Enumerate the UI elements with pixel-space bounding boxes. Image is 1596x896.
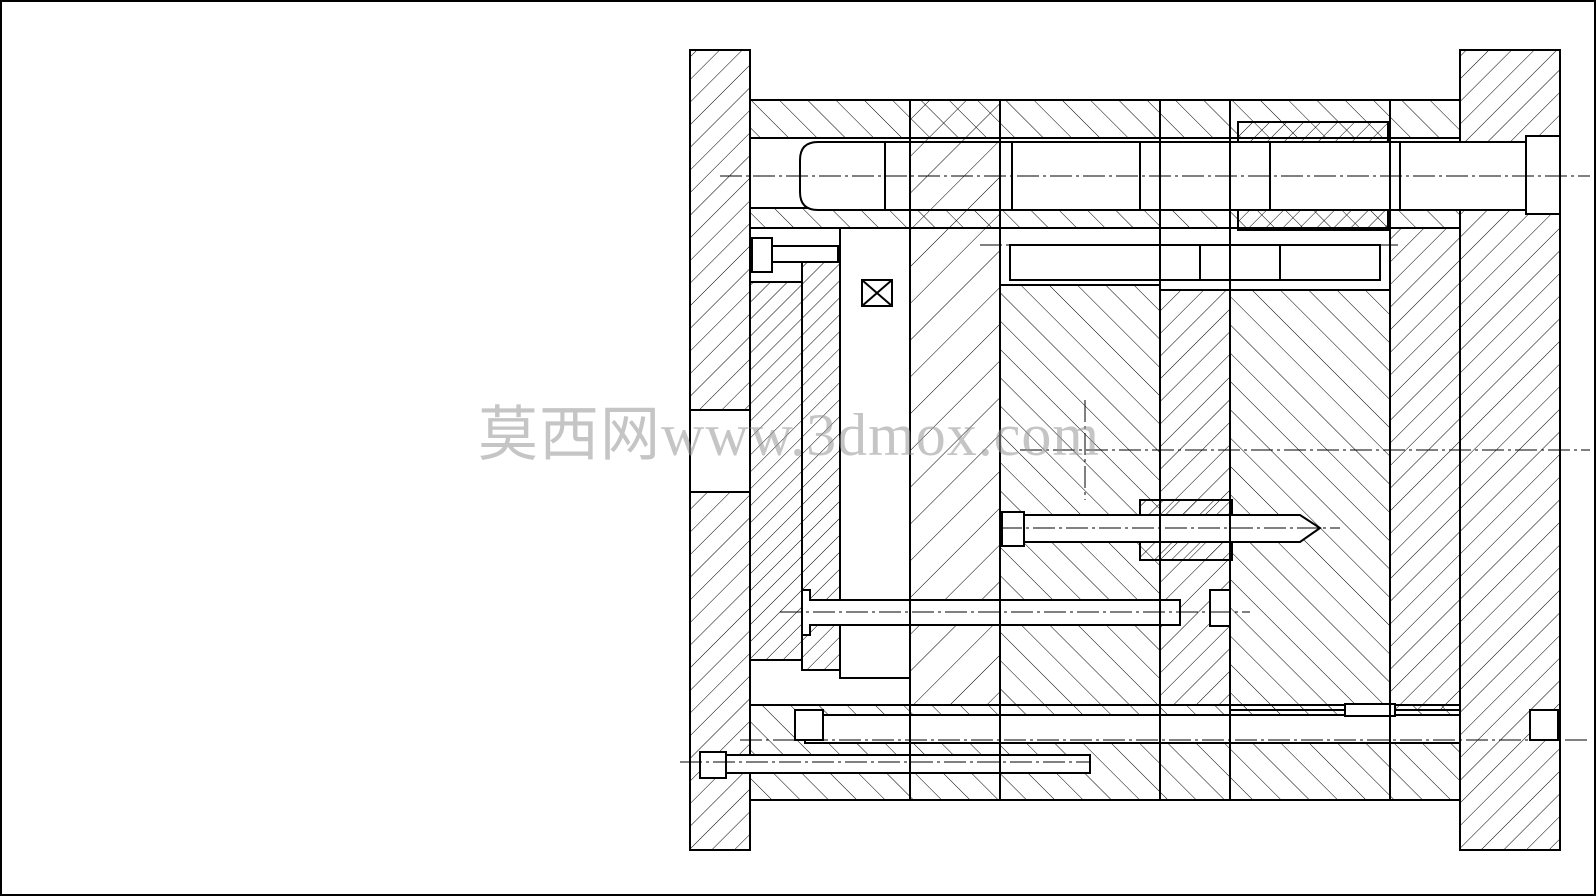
bottom-spring xyxy=(1344,703,1396,717)
runner-strip xyxy=(1009,244,1381,281)
bottom-channel xyxy=(804,714,1461,744)
bottom-left-screw xyxy=(699,751,727,779)
bottom-ejector-rod xyxy=(699,754,1091,774)
bottom-screw-3 xyxy=(1529,709,1559,741)
bottom-screw-2 xyxy=(794,709,824,741)
guide-bushing xyxy=(1237,121,1389,143)
ejector-retainer-plate xyxy=(749,281,803,661)
core-insert xyxy=(1159,289,1231,706)
guide-bushing-lower xyxy=(1237,209,1389,231)
right-pin-head-pocket xyxy=(1525,135,1561,215)
top-left-screw-head xyxy=(751,237,773,273)
fixed-plate xyxy=(1389,227,1461,711)
top-left-screw-shank xyxy=(771,245,839,263)
moving-plate xyxy=(999,284,1161,706)
left-locating-slot xyxy=(689,409,751,493)
cavity-insert xyxy=(1229,289,1391,711)
pin-head-square xyxy=(1001,511,1025,547)
return-pin-screw xyxy=(1209,589,1231,627)
